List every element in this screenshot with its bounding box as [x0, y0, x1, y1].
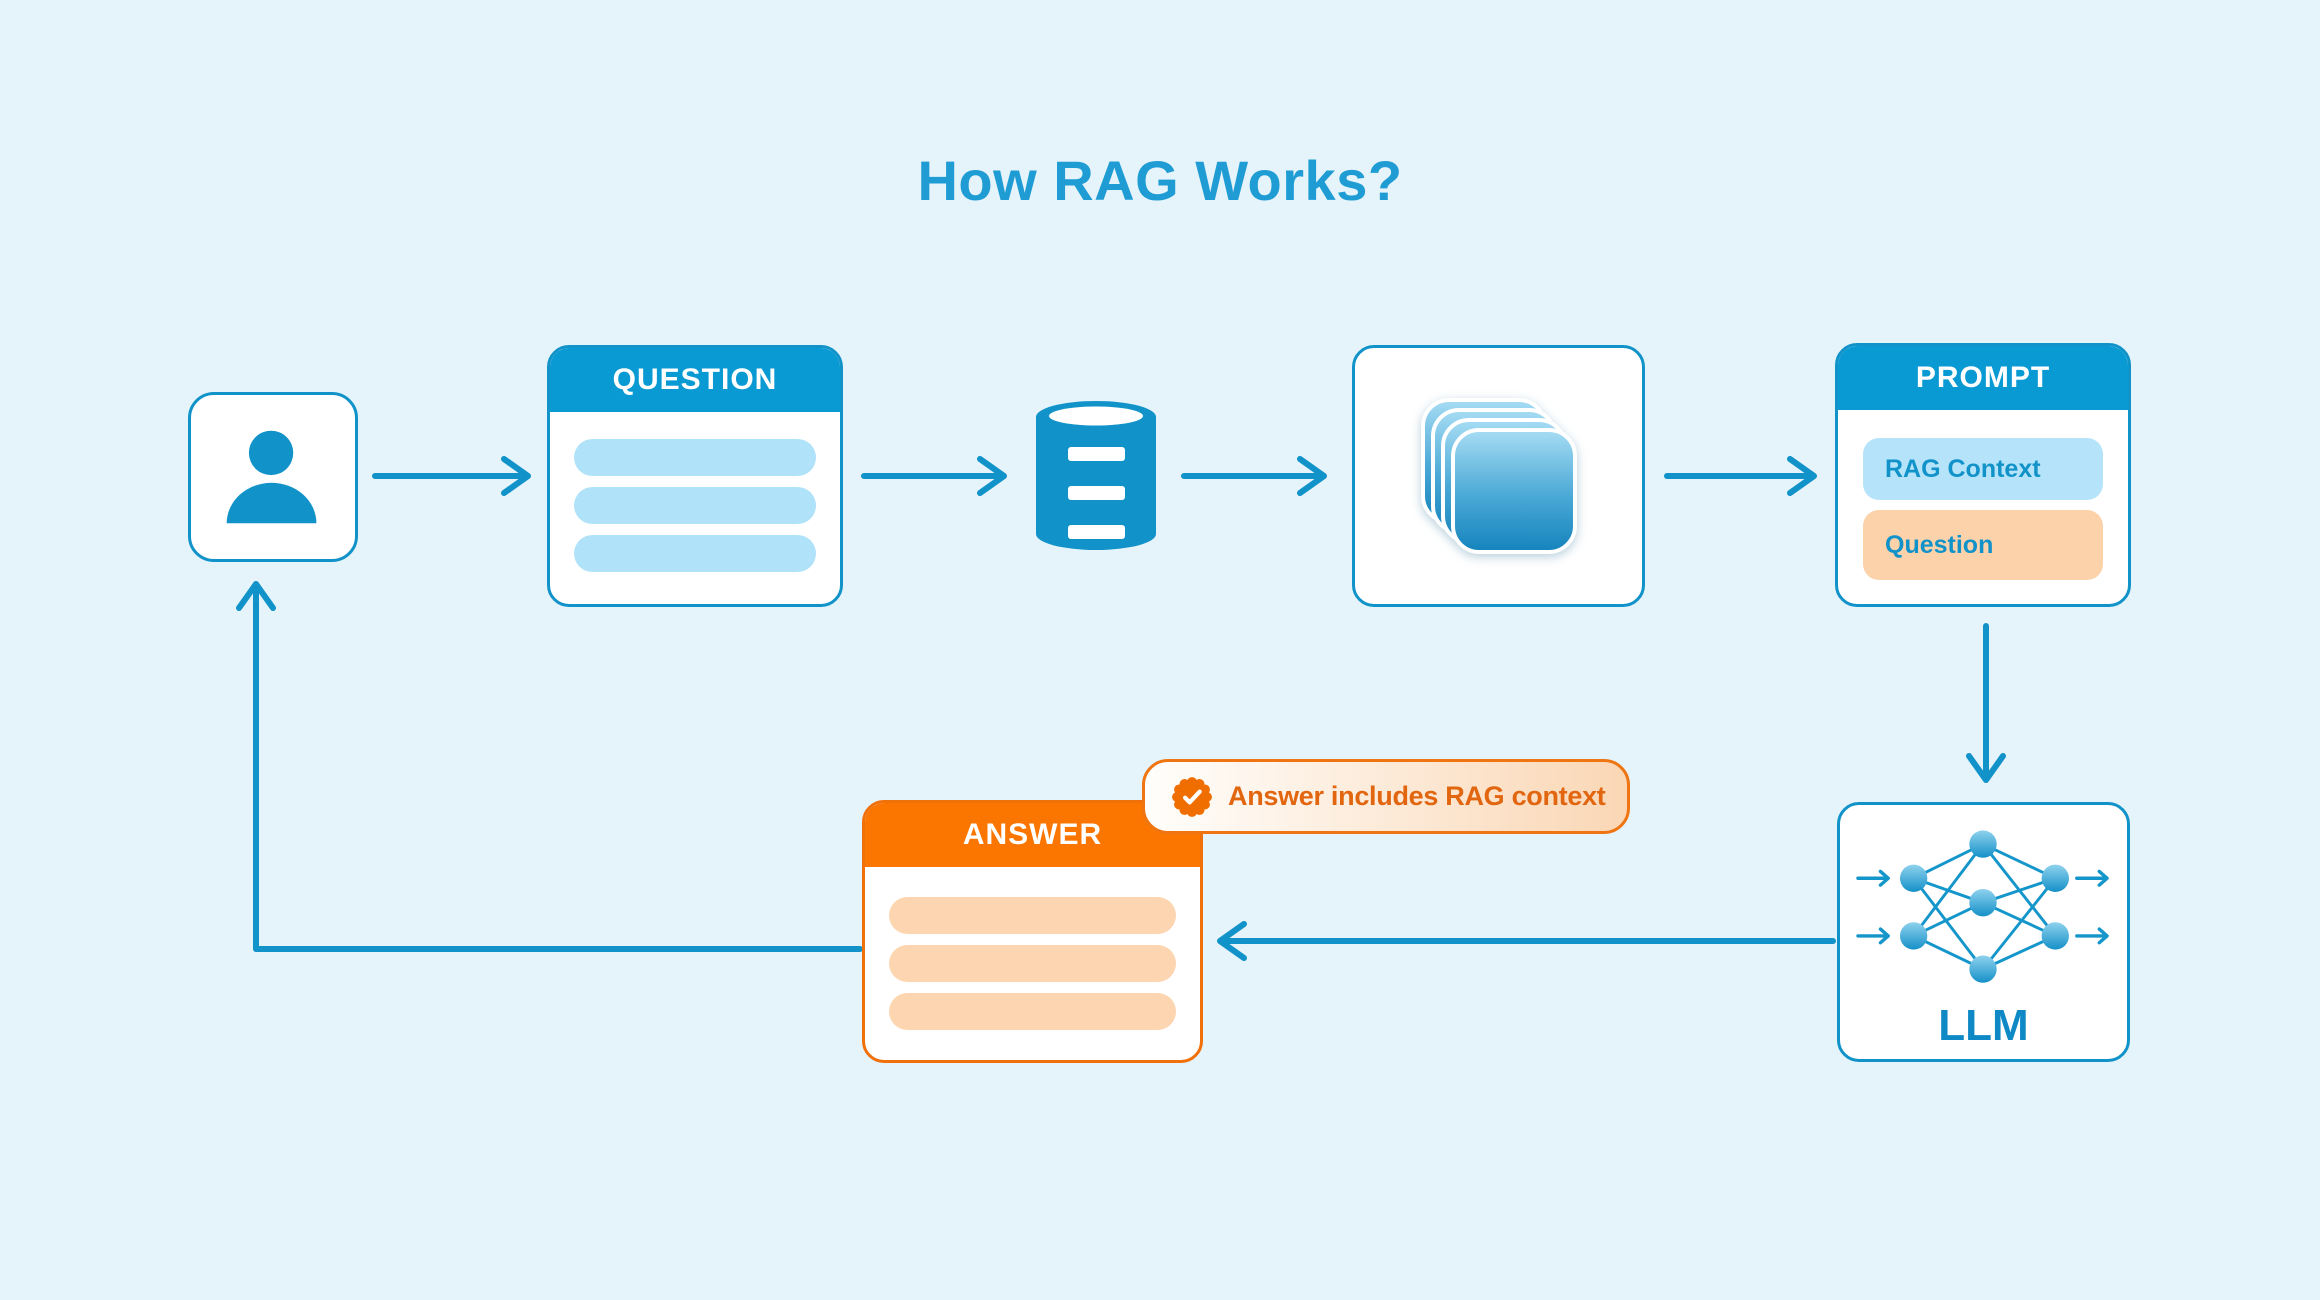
arrow-prompt-to-llm [1966, 623, 2006, 783]
prompt-card-title: PROMPT [1915, 361, 2051, 394]
arrow-question-to-database [861, 456, 1007, 496]
neural-network-icon [1856, 830, 2109, 983]
rag-context-chip-label: RAG Context [1885, 454, 2041, 483]
prompt-card-header: PROMPT [1838, 346, 2128, 410]
prompt-card-body: RAG Context Question [1838, 410, 2128, 580]
user-card [188, 392, 358, 562]
callout-label: Answer includes RAG context [1228, 781, 1606, 811]
question-card-header: QUESTION [550, 348, 840, 412]
question-chip-label: Question [1885, 530, 1994, 559]
arrow-documents-to-prompt [1664, 456, 1817, 496]
callout-badge: Answer includes RAG context [1142, 759, 1631, 834]
question-chip: Question [1863, 510, 2103, 580]
verified-seal-icon [1172, 776, 1212, 817]
document-stack-icon [1421, 398, 1577, 554]
page-title: How RAG Works? [917, 149, 1403, 212]
arrow-user-to-question [372, 456, 531, 496]
rag-context-chip: RAG Context [1863, 438, 2103, 500]
prompt-card: PROMPT RAG Context Question [1835, 343, 2131, 607]
answer-card-title: ANSWER [962, 818, 1103, 851]
text-placeholder-line [889, 945, 1176, 982]
text-placeholder-line [574, 487, 816, 524]
question-card: QUESTION [547, 345, 843, 607]
llm-card: LLM [1837, 802, 2130, 1062]
llm-label: LLM [1938, 1001, 2029, 1050]
arrow-llm-to-answer [1217, 921, 1836, 961]
text-placeholder-line [574, 439, 816, 476]
arrow-answer-to-user [236, 581, 863, 952]
text-placeholder-line [574, 535, 816, 572]
answer-card-body [865, 867, 1200, 1030]
database-icon [1036, 401, 1156, 550]
question-card-body [550, 412, 840, 572]
text-placeholder-line [889, 993, 1176, 1030]
documents-card [1352, 345, 1645, 607]
text-placeholder-line [889, 897, 1176, 934]
arrow-database-to-documents [1181, 456, 1327, 496]
question-card-title: QUESTION [612, 363, 778, 396]
person-icon [226, 430, 317, 524]
answer-card: ANSWER [862, 800, 1203, 1063]
